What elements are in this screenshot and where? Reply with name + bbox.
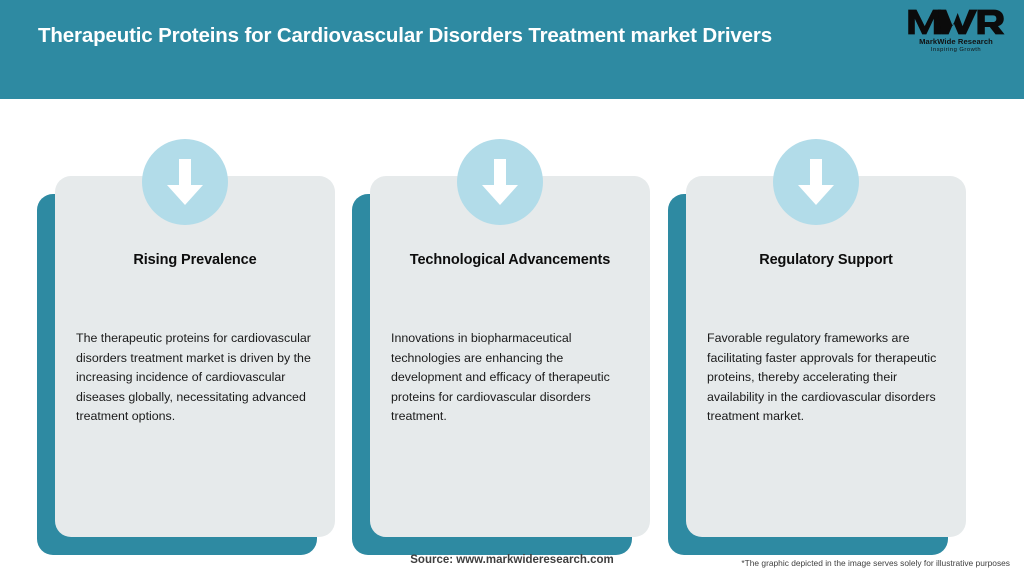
source-label: Source: www.markwideresearch.com (410, 554, 614, 566)
disclaimer-label: *The graphic depicted in the image serve… (741, 558, 1010, 568)
logo-tagline: Inspiring Growth (930, 47, 982, 53)
card-title: Rising Prevalence (133, 252, 257, 268)
header-band (0, 0, 1024, 99)
card-description: The therapeutic proteins for cardiovascu… (76, 331, 311, 424)
brand-logo: MarkWide Research Inspiring Growth (906, 8, 1006, 58)
page-title: Therapeutic Proteins for Cardiovascular … (38, 24, 773, 47)
card-title: Technological Advancements (409, 252, 611, 268)
card-body: Technological Advancements Innovations i… (370, 176, 650, 537)
down-arrow-icon (773, 139, 859, 225)
driver-card: Technological Advancements Innovations i… (352, 139, 650, 555)
card-body: Rising Prevalence The therapeutic protei… (55, 176, 335, 537)
driver-card: Regulatory Support Favorable regulatory … (668, 139, 966, 555)
card-description: Favorable regulatory frameworks are faci… (707, 331, 937, 424)
down-arrow-icon (457, 139, 543, 225)
card-body: Regulatory Support Favorable regulatory … (686, 176, 966, 537)
logo-company-name: MarkWide Research (919, 37, 993, 46)
driver-card: Rising Prevalence The therapeutic protei… (37, 139, 335, 555)
card-description: Innovations in biopharmaceutical technol… (391, 331, 610, 424)
card-title: Regulatory Support (759, 252, 893, 268)
down-arrow-icon (142, 139, 228, 225)
mwr-monogram-icon (906, 8, 1006, 36)
